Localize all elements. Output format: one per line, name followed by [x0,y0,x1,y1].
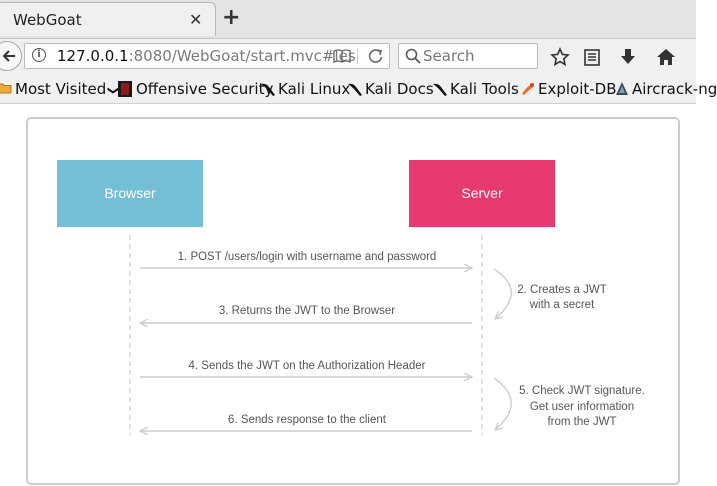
url-host: 127.0.0.1 [57,47,129,65]
search-bar[interactable]: Search [398,43,538,69]
bookmark-star-icon[interactable] [550,47,570,67]
step-5-label-line-2: Get user information [530,401,634,413]
folder-icon [0,83,12,94]
step-4-label: 4. Sends the JWT on the Authorization He… [189,360,426,372]
download-icon[interactable] [618,47,638,67]
bookmark-most-visited[interactable]: Most Visited❯ [15,80,120,98]
bookmarks-toolbar: Most Visited❯ Offensive Security Kali Li… [0,74,717,104]
back-button[interactable] [0,41,22,71]
back-arrow-icon [2,50,15,62]
step-5-label-line-3: from the JWT [547,416,616,428]
tab-title: WebGoat [13,11,82,29]
reload-icon[interactable] [367,47,385,65]
step-3-label: 3. Returns the JWT to the Browser [219,305,395,317]
aircrack-icon [616,82,628,95]
bookmark-kali-linux[interactable]: Kali Linux [278,80,351,98]
bookmark-aircrack-ng[interactable]: Aircrack-ng [632,80,717,98]
search-icon [405,48,421,64]
tab-strip: WebGoat ✕ + [0,0,696,38]
kali-dragon-icon [433,83,447,96]
close-tab-icon[interactable]: ✕ [189,10,203,29]
home-icon[interactable] [656,47,676,67]
url-bar[interactable]: i 127.0.0.1:8080/WebGoat/start.mvc#les [24,43,390,69]
search-input[interactable]: Search [423,47,475,65]
browser-label: Browser [104,185,156,201]
reading-list-icon[interactable] [582,47,602,67]
tab-webgoat[interactable]: WebGoat ✕ [0,2,216,36]
exploitdb-icon [522,83,534,95]
step-2-label-line-1: 2. Creates a JWT [517,284,606,296]
bookmark-kali-docs[interactable]: Kali Docs [365,80,434,98]
server-label: Server [461,185,503,201]
step-1-label: 1. POST /users/login with username and p… [178,251,437,263]
navigation-toolbar: i 127.0.0.1:8080/WebGoat/start.mvc#les S… [0,38,696,74]
new-tab-button[interactable]: + [222,5,241,30]
jwt-diagram-panel: Browser Server 1. POST /users/login with… [26,117,680,485]
url-divider [357,48,358,64]
browser-box [57,160,203,227]
url-text[interactable]: 127.0.0.1:8080/WebGoat/start.mvc#les [57,47,356,65]
page-content: Browser Server 1. POST /users/login with… [0,104,696,486]
server-box [409,160,555,227]
step-5-curve-arrow [493,377,512,430]
kali-dragon-icon [261,83,275,96]
url-path: :8080/WebGoat/start.mvc#les [128,47,356,65]
site-info-icon[interactable]: i [32,48,46,62]
step-2-curve-arrow [493,268,512,319]
bookmark-kali-tools[interactable]: Kali Tools [450,80,519,98]
step-6-label: 6. Sends response to the client [228,414,387,426]
step-2-label-line-2: with a secret [529,299,595,311]
bookmark-exploit-db[interactable]: Exploit-DB [538,80,617,98]
bookmark-label: Most Visited [15,80,107,98]
reader-view-icon[interactable] [333,48,351,64]
jwt-flow-diagram: Browser Server 1. POST /users/login with… [57,160,645,435]
kali-dragon-icon [348,83,362,96]
step-5-label-line-1: 5. Check JWT signature. [519,385,645,397]
bookmark-offensive-security[interactable]: Offensive Security [136,80,274,98]
offsec-icon [118,81,132,97]
